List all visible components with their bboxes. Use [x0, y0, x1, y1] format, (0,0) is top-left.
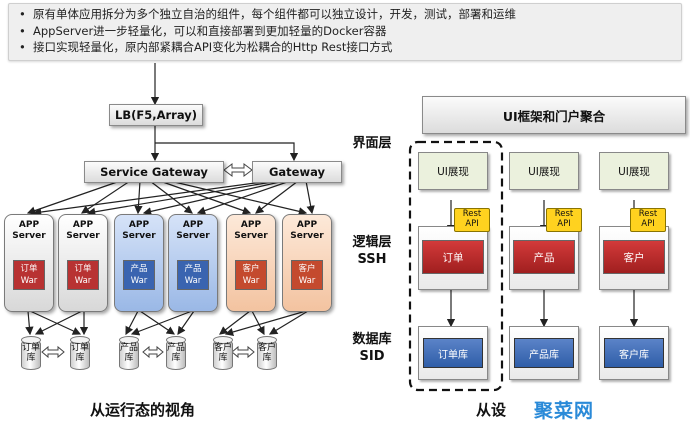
database-box: 产品库: [514, 338, 574, 368]
rest-api-badge: Rest API: [454, 208, 490, 232]
database-cylinder: 产品库: [119, 336, 139, 372]
database-box: 订单库: [423, 338, 483, 368]
gateway-box: Gateway: [252, 161, 342, 183]
war-package: 客户 War: [235, 260, 267, 290]
portal-box: UI框架和门户聚合: [422, 96, 686, 134]
app-server-5: APP Server 客户 War: [226, 214, 276, 312]
app-server-6: APP Server 客户 War: [282, 214, 332, 312]
gateway-label: Gateway: [268, 165, 326, 179]
load-balancer-box: LB(F5,Array): [109, 104, 203, 126]
app-server-3: APP Server 产品 War: [114, 214, 164, 312]
summary-bullet-box: 原有单体应用拆分为多个独立自治的组件，每个组件都可以独立设计，开发，测试，部署和…: [8, 3, 682, 61]
layer-data-sub: SID: [359, 349, 385, 364]
left-caption: 从运行态的视角: [90, 401, 196, 419]
portal-label: UI框架和门户聚合: [502, 108, 606, 124]
war-package: 订单 War: [13, 260, 45, 290]
layer-data-label: 数据库 SID: [346, 331, 398, 365]
service-label: 产品: [533, 251, 555, 264]
war-package: 客户 War: [291, 260, 323, 290]
app-server-title: APP Server: [176, 220, 210, 241]
app-server-title: APP Server: [122, 220, 156, 241]
database-cylinder: 客户库: [257, 336, 277, 372]
database-box-label: 产品库: [529, 349, 559, 361]
ui-box-label: UI展现: [618, 165, 650, 178]
load-balancer-label: LB(F5,Array): [115, 108, 197, 122]
ui-box-label: UI展现: [528, 165, 560, 178]
rest-api-badge: Rest API: [630, 208, 666, 232]
app-server-title: APP Server: [234, 220, 268, 241]
watermark-logo: 聚菜网: [534, 400, 595, 422]
database-box-label: 订单库: [438, 349, 468, 361]
bullet-item: 原有单体应用拆分为多个独立自治的组件，每个组件都可以独立设计，开发，测试，部署和…: [19, 6, 681, 23]
database-label: 产品库: [166, 343, 185, 363]
layer-logic-label: 逻辑层 SSH: [346, 234, 398, 268]
bullet-item: 接口实现轻量化，原内部紧耦合API变化为松耦合的Http Rest接口方式: [19, 39, 681, 56]
app-server-title: APP Server: [290, 220, 324, 241]
database-label: 产品库: [119, 343, 138, 363]
service-gateway-label: Service Gateway: [100, 165, 208, 179]
database-label: 客户库: [257, 343, 276, 363]
service-label: 客户: [623, 251, 645, 264]
ui-box-label: UI展现: [437, 165, 469, 178]
war-package: 订单 War: [67, 260, 99, 290]
app-server-title: APP Server: [66, 220, 100, 241]
database-label: 客户库: [213, 343, 232, 363]
app-server-1: APP Server 订单 War: [4, 214, 54, 312]
layer-logic-sub: SSH: [357, 252, 387, 267]
database-cylinder: 订单库: [70, 336, 90, 372]
service-box: 产品: [513, 240, 575, 274]
bullet-item: AppServer进一步轻量化，可以和直接部署到更加轻量的Docker容器: [19, 23, 681, 40]
service-label: 订单: [442, 251, 464, 264]
summary-list: 原有单体应用拆分为多个独立自治的组件，每个组件都可以独立设计，开发，测试，部署和…: [9, 4, 681, 56]
app-server-4: APP Server 产品 War: [168, 214, 218, 312]
ui-box: UI展现: [418, 152, 488, 190]
ui-box: UI展现: [599, 152, 669, 190]
layer-logic-title: 逻辑层: [352, 235, 392, 250]
database-cylinder: 产品库: [166, 336, 186, 372]
service-box: 客户: [603, 240, 665, 274]
database-box: 客户库: [604, 338, 664, 368]
war-package: 产品 War: [177, 260, 209, 290]
service-gateway-box: Service Gateway: [84, 161, 224, 183]
right-caption: 从设: [476, 401, 507, 419]
war-package: 产品 War: [123, 260, 155, 290]
database-label: 订单库: [21, 343, 40, 363]
database-cylinder: 客户库: [213, 336, 233, 372]
rest-api-badge: Rest API: [546, 208, 582, 232]
database-cylinder: 订单库: [21, 336, 41, 372]
service-box: 订单: [422, 240, 484, 274]
database-label: 订单库: [70, 343, 89, 363]
layer-data-title: 数据库: [352, 332, 392, 347]
app-server-title: APP Server: [12, 220, 46, 241]
layer-ui-label: 界面层: [352, 136, 392, 151]
app-server-2: APP Server 订单 War: [58, 214, 108, 312]
database-box-label: 客户库: [619, 349, 649, 361]
ui-box: UI展现: [509, 152, 579, 190]
